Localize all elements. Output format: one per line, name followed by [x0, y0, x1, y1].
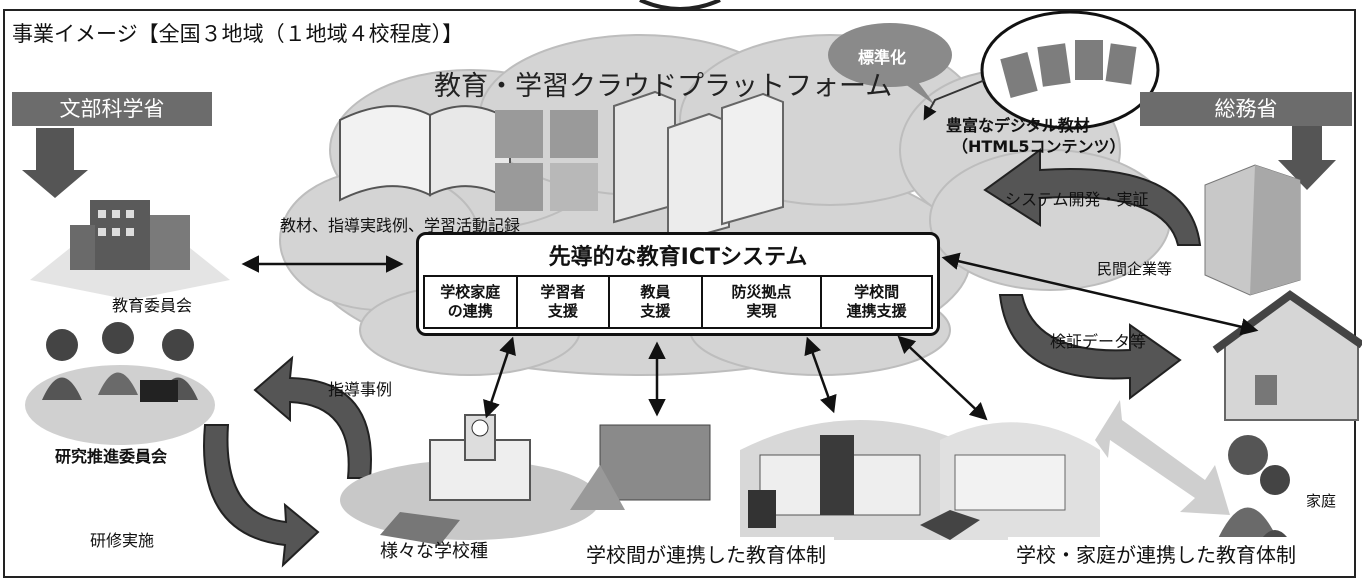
- system-school-arrow-1: [483, 336, 516, 419]
- digital-materials-label: 豊富なデジタル教材: [946, 116, 1090, 135]
- mic-label: 総務省: [1140, 92, 1352, 126]
- board-of-education-building-icon: [30, 200, 230, 300]
- school-home-system-label: 学校・家庭が連携した教育体制: [1008, 537, 1304, 570]
- function-school-home: 学校家庭 の連携: [440, 283, 501, 320]
- system-home-arrow: [941, 252, 1259, 336]
- mext-down-arrow: [22, 128, 88, 198]
- materials-pointer-arrow: [923, 79, 986, 121]
- function-learner-support: 学習者 支援: [515, 277, 609, 327]
- content-thumbnails-icon: [1000, 40, 1137, 98]
- private-company-building-icon: [1204, 164, 1301, 296]
- server-icon: [613, 90, 784, 246]
- page-title: 事業イメージ【全国３地域（１地域４校程度）】: [12, 22, 464, 46]
- platform-title: 教育・学習クラウドプラットフォーム: [434, 71, 893, 102]
- function-inter-school: 学校間 連携支援: [820, 277, 931, 327]
- committee-people-icon: [25, 322, 215, 445]
- system-dev-label: システム開発・実証: [1005, 190, 1149, 209]
- ict-system-title: 先導的な教育ICTシステム: [548, 245, 808, 270]
- research-committee-label: 研究推進委員会: [55, 447, 168, 466]
- guidance-cycle-arrow: [253, 355, 372, 479]
- standardization-bubble: [828, 23, 952, 105]
- top-connector: [639, 0, 721, 11]
- inter-school-system-label: 学校間が連携した教育体制: [578, 537, 834, 570]
- school-buildings-icon: [340, 414, 1100, 545]
- html5-label: （HTML5コンテンツ）: [952, 137, 1126, 156]
- ict-system-functions: 学校家庭 の連携 学習者 支援 教員 支援 防災拠点 実現 学校間 連携支援: [423, 275, 933, 329]
- training-cycle-arrow: [203, 424, 320, 568]
- ict-system-box: 先導的な教育ICTシステム 学校家庭 の連携 学習者 支援 教員 支援 防災拠点…: [416, 232, 940, 336]
- function-disaster-base: 防災拠点 実現: [700, 277, 821, 327]
- function-teacher-support: 教員 支援: [608, 277, 701, 327]
- learning-tiles-icon: [495, 110, 598, 211]
- various-schools-label: 様々な学校種: [380, 541, 488, 562]
- system-dev-arrow: [983, 148, 1202, 246]
- house-icon: [1212, 290, 1362, 421]
- home-label: 家庭: [1306, 492, 1337, 510]
- book-icon: [339, 105, 511, 202]
- school-home-double-arrow: [1095, 400, 1230, 515]
- teaching-materials-label: 教材、指導実践例、学習活動記録: [280, 216, 521, 235]
- system-school-arrow-4: [897, 335, 988, 421]
- mext-label: 文部科学省: [12, 92, 212, 126]
- standardization-label: 標準化: [858, 48, 907, 67]
- board-of-education-label: 教育委員会: [112, 296, 193, 315]
- digital-materials-ring: [980, 10, 1160, 130]
- guidance-cases-label: 指導事例: [328, 380, 393, 399]
- training-label: 研修実施: [90, 531, 155, 550]
- system-school-arrow-3: [804, 336, 837, 414]
- verification-data-label: 検証データ等: [1050, 332, 1147, 351]
- private-companies-label: 民間企業等: [1097, 260, 1173, 278]
